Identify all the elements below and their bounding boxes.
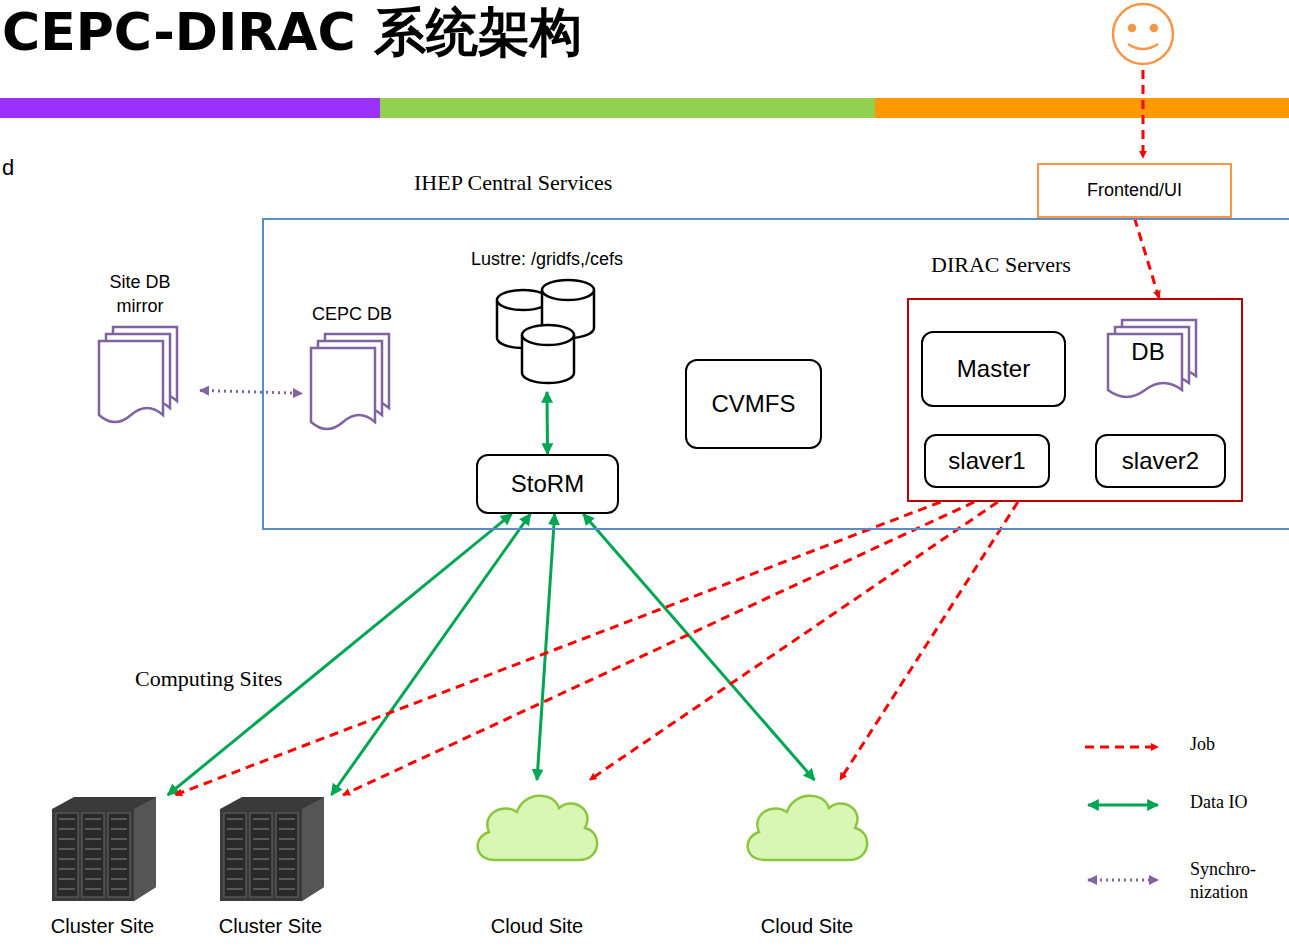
storm-box: StoRM: [476, 454, 619, 514]
legend-io-line: [1088, 804, 1158, 807]
icon-holder: [95, 323, 185, 465]
central-services-region: IHEP Central ServicesLustre: /gridfs,/ce…: [262, 218, 1289, 530]
legend-job-line: [1085, 746, 1158, 749]
cut-text: d: [2, 155, 14, 181]
site-label: Cloud Site: [462, 915, 612, 938]
region-heading: IHEP Central Services: [414, 170, 612, 196]
group-heading: Computing Sites: [133, 666, 284, 692]
box-label: Frontend/UI: [1087, 180, 1182, 201]
box-label: slaver1: [948, 447, 1025, 475]
legend-sync-line: [1088, 879, 1158, 882]
region-heading: DIRAC Servers: [931, 252, 1071, 278]
box-label: slaver2: [1122, 447, 1199, 475]
data-io-arrow: [331, 514, 530, 795]
job-arrow: [175, 502, 941, 795]
data-io-arrow: [583, 514, 814, 780]
lustre-storage: Lustre: /gridfs,/cefs: [447, 247, 647, 392]
cluster-site: Cluster Site: [198, 795, 343, 943]
job-arrow: [590, 502, 998, 780]
job-arrow: [840, 502, 1018, 780]
document-stack-icon: [307, 330, 397, 440]
site-label: Cloud Site: [732, 915, 882, 938]
box-label: Master: [957, 355, 1030, 383]
data-io-arrow: [168, 514, 512, 795]
data-io-arrow: [546, 392, 550, 454]
slide-title: CEPC-DIRAC 系统架构: [2, 2, 582, 62]
icon-label: Site DB mirror: [95, 270, 185, 319]
legend-text: Data IO: [1190, 791, 1280, 814]
site-label: Cluster Site: [30, 915, 175, 938]
slaver-box: slaver2: [1095, 434, 1226, 488]
icon-holder: [307, 330, 397, 445]
icon-holder: [212, 795, 330, 907]
cluster-site: Cluster Site: [30, 795, 175, 943]
cepc-db: CEPC DB: [302, 302, 402, 447]
cloud-icon: [737, 780, 877, 875]
icon-holder: [487, 275, 607, 390]
box-label: CVMFS: [712, 390, 796, 418]
icon-holder: [467, 780, 607, 907]
icon-label: Lustre: /gridfs,/cefs: [447, 247, 647, 271]
frontend-box: Frontend/UI: [1037, 163, 1232, 218]
document-stack-icon: [95, 323, 185, 433]
sync-arrow: [200, 390, 302, 393]
cvmfs-box: CVMFS: [685, 359, 822, 449]
db-icon: DB: [1104, 316, 1204, 408]
data-io-arrow: [537, 514, 555, 780]
user-arrow: [1142, 70, 1145, 158]
box-label: DB: [1104, 338, 1192, 366]
title-bar-green: [380, 98, 875, 118]
cloud-site: Cloud Site: [732, 780, 882, 943]
site-label: Cluster Site: [198, 915, 343, 938]
cluster-icon: [212, 795, 330, 903]
legend-text: Synchro- nization: [1190, 858, 1280, 903]
icon-label: CEPC DB: [302, 302, 402, 326]
box-label: StoRM: [511, 470, 584, 498]
master-box: Master: [921, 331, 1066, 407]
title-bar-purple: [0, 98, 380, 118]
icon-holder: [737, 780, 877, 907]
icon-holder: [44, 795, 162, 907]
slaver-box: slaver1: [924, 434, 1050, 488]
storage-icon: [487, 275, 607, 385]
title-bar-orange: [875, 98, 1289, 118]
job-arrow: [343, 502, 974, 795]
job-arrow: [1135, 218, 1160, 298]
legend-text: Job: [1190, 733, 1280, 756]
cloud-icon: [467, 780, 607, 875]
cloud-site: Cloud Site: [462, 780, 612, 943]
user-smiley: [1113, 4, 1173, 64]
cluster-icon: [44, 795, 162, 903]
site-db-mirror: Site DB mirror: [80, 270, 200, 442]
dirac-servers-region: DIRAC ServersMasterDBslaver1slaver2: [907, 298, 1243, 502]
